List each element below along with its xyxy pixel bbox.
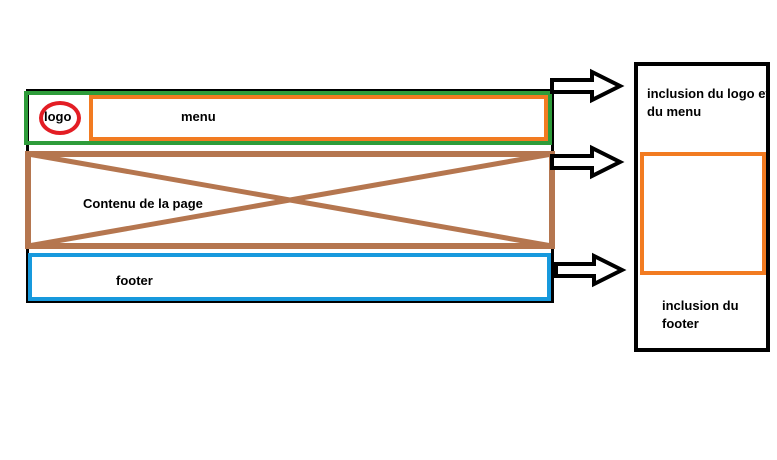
content-cross-line-2 bbox=[27, 151, 553, 249]
content-label: Contenu de la page bbox=[83, 196, 203, 211]
footer-box bbox=[28, 253, 551, 301]
menu-box bbox=[89, 95, 548, 141]
arrow-to-footer-include-icon bbox=[554, 252, 627, 288]
include-panel bbox=[634, 62, 770, 352]
header-include-label: inclusion du logo et du menu bbox=[647, 86, 770, 119]
arrow-to-content-box-icon bbox=[550, 144, 625, 180]
arrow-to-header-include-icon bbox=[550, 68, 625, 104]
footer-label: footer bbox=[116, 273, 153, 288]
footer-include-label: inclusion du footer bbox=[662, 298, 739, 331]
content-box bbox=[25, 151, 555, 249]
header-box bbox=[24, 91, 552, 145]
arrows-group bbox=[550, 68, 627, 288]
logo-label: logo bbox=[44, 109, 72, 124]
logo-circle bbox=[39, 101, 81, 135]
include-content-box bbox=[640, 152, 766, 275]
menu-label: menu bbox=[181, 109, 216, 124]
content-box-border bbox=[25, 151, 555, 249]
